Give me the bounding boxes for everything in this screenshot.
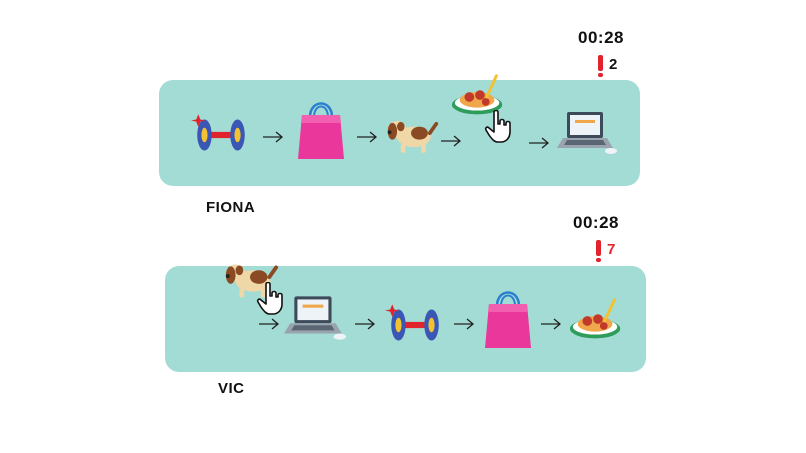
vic-mistakes-counter: 7 (596, 240, 616, 262)
dumbbell-icon[interactable] (384, 302, 446, 348)
fiona-player-name: FIONA (206, 199, 256, 216)
arrow-right-icon (356, 131, 378, 143)
dumbbell-icon[interactable] (190, 112, 252, 158)
exclamation-icon (598, 55, 603, 77)
spaghetti-icon[interactable] (568, 296, 626, 346)
laptop-icon[interactable] (557, 100, 617, 164)
shopping-bag-icon[interactable] (483, 282, 533, 352)
arrow-right-icon (528, 137, 550, 149)
fiona-mistakes-count: 2 (609, 56, 618, 73)
vic-player-name: VIC (218, 380, 245, 397)
arrow-right-icon (453, 318, 475, 330)
dog-icon[interactable] (384, 114, 440, 156)
hand-pointer-cursor-icon (256, 282, 286, 316)
arrow-right-icon (354, 318, 376, 330)
arrow-right-icon (540, 318, 562, 330)
fiona-timer: 00:28 (578, 28, 624, 47)
arrow-right-icon (258, 318, 280, 330)
shopping-bag-icon[interactable] (296, 94, 346, 162)
arrow-right-icon (262, 131, 284, 143)
fiona-mistakes-counter: 2 (598, 55, 618, 77)
vic-mistakes-count: 7 (607, 241, 616, 258)
exclamation-icon (596, 240, 601, 262)
laptop-icon[interactable] (284, 284, 346, 350)
arrow-right-icon (440, 135, 462, 147)
hand-pointer-cursor-icon (484, 110, 514, 144)
vic-timer: 00:28 (573, 213, 619, 232)
